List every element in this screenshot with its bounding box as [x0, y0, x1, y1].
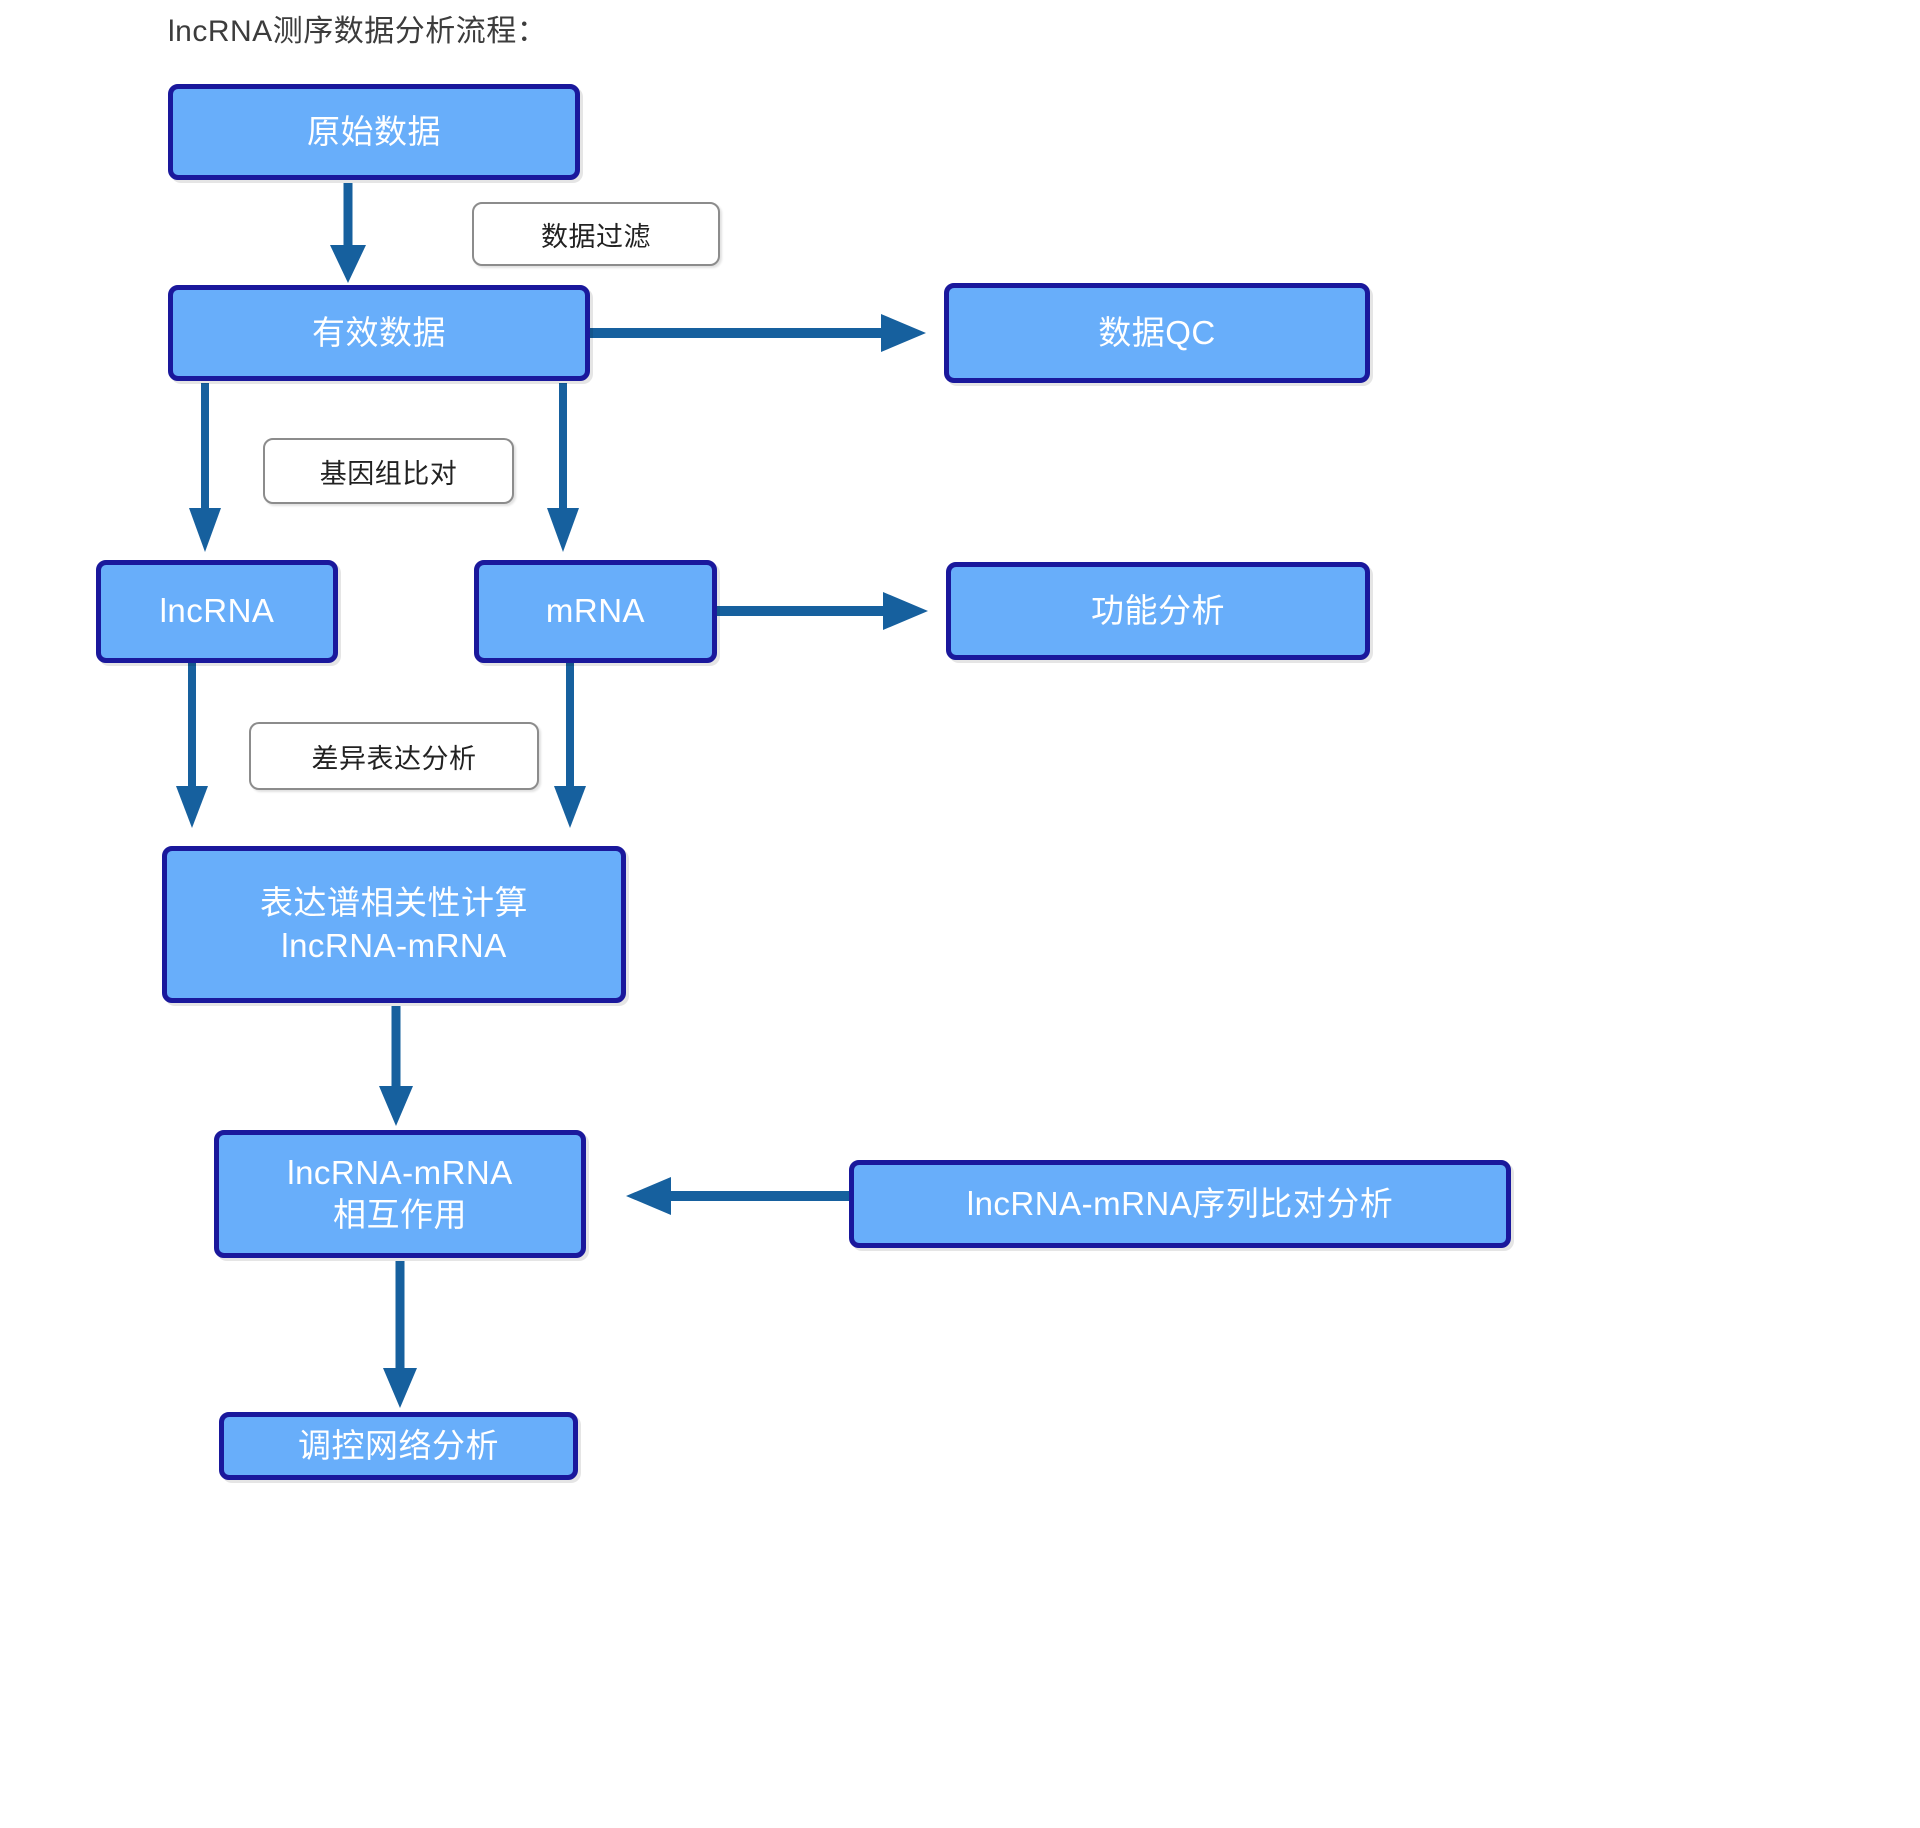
edge-label-differential-expression[interactable]: 差异表达分析 [249, 722, 539, 790]
node-label: lncRNA-mRNA序列比对分析 [966, 1184, 1394, 1222]
edge-valid-to-lncrna [189, 383, 221, 552]
edge-label-text: 基因组比对 [319, 458, 458, 489]
edge-label-genome-alignment[interactable]: 基因组比对 [263, 438, 514, 504]
edge-mrna-to-function [717, 592, 928, 630]
edge-label-data-filter[interactable]: 数据过滤 [472, 202, 720, 266]
node-lncrna[interactable]: lncRNA [96, 560, 338, 663]
node-label: mRNA [545, 592, 646, 630]
page-title: lncRNA测序数据分析流程： [168, 15, 548, 48]
node-sequence-alignment[interactable]: lncRNA-mRNA序列比对分析 [849, 1160, 1511, 1248]
edge-raw-to-valid [330, 183, 366, 283]
node-label: 有效数据 [312, 313, 446, 351]
node-valid-data[interactable]: 有效数据 [168, 285, 590, 381]
node-mrna[interactable]: mRNA [474, 560, 717, 663]
node-label: lncRNA [159, 592, 275, 630]
node-label: 调控网络分析 [298, 1426, 499, 1464]
edge-interact-to-network [383, 1261, 417, 1408]
edge-mrna-to-correlation [554, 663, 586, 828]
edge-valid-to-qc [590, 314, 926, 352]
node-label: 表达谱相关性计算 lncRNA-mRNA [260, 884, 528, 964]
edge-valid-to-mrna [547, 383, 579, 552]
node-label: 功能分析 [1091, 591, 1225, 629]
node-network-analysis[interactable]: 调控网络分析 [219, 1412, 578, 1480]
node-data-qc[interactable]: 数据QC [944, 283, 1370, 383]
edge-lncrna-to-correlation [176, 663, 208, 828]
node-label: lncRNA-mRNA 相互作用 [287, 1153, 513, 1233]
node-function-analysis[interactable]: 功能分析 [946, 562, 1370, 660]
node-label: 数据QC [1098, 313, 1216, 351]
node-raw-data[interactable]: 原始数据 [168, 84, 580, 180]
edge-label-text: 数据过滤 [541, 221, 651, 252]
node-lnc-mrna-interaction[interactable]: lncRNA-mRNA 相互作用 [214, 1130, 586, 1258]
edge-seqalign-to-interact [626, 1177, 849, 1215]
node-expr-correlation[interactable]: 表达谱相关性计算 lncRNA-mRNA [162, 846, 626, 1003]
edge-correlation-to-interact [379, 1006, 413, 1126]
edge-label-text: 差异表达分析 [311, 743, 477, 774]
node-label: 原始数据 [307, 112, 441, 150]
